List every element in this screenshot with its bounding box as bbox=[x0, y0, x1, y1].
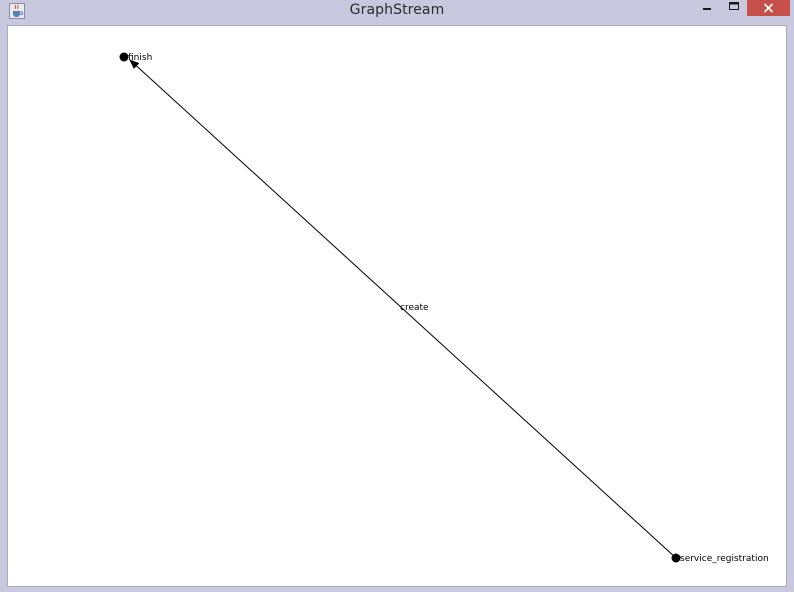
node-service-registration[interactable] bbox=[671, 553, 681, 563]
edge-label-create: create bbox=[400, 303, 429, 313]
graph-view: create finish service_registration bbox=[119, 52, 769, 564]
close-icon bbox=[763, 3, 774, 13]
minimize-icon[interactable] bbox=[697, 0, 717, 16]
node-label-service-registration: service_registration bbox=[680, 554, 769, 564]
java-cup-icon bbox=[9, 3, 25, 19]
edge-create bbox=[129, 59, 677, 559]
maximize-icon[interactable] bbox=[724, 0, 744, 16]
close-button[interactable] bbox=[747, 0, 790, 16]
node-finish[interactable] bbox=[119, 52, 129, 62]
window-title: GraphStream bbox=[349, 2, 445, 18]
title-bar[interactable]: GraphStream bbox=[0, 0, 794, 24]
graph-canvas[interactable]: create finish service_registration bbox=[7, 25, 787, 587]
node-label-finish: finish bbox=[128, 53, 152, 63]
